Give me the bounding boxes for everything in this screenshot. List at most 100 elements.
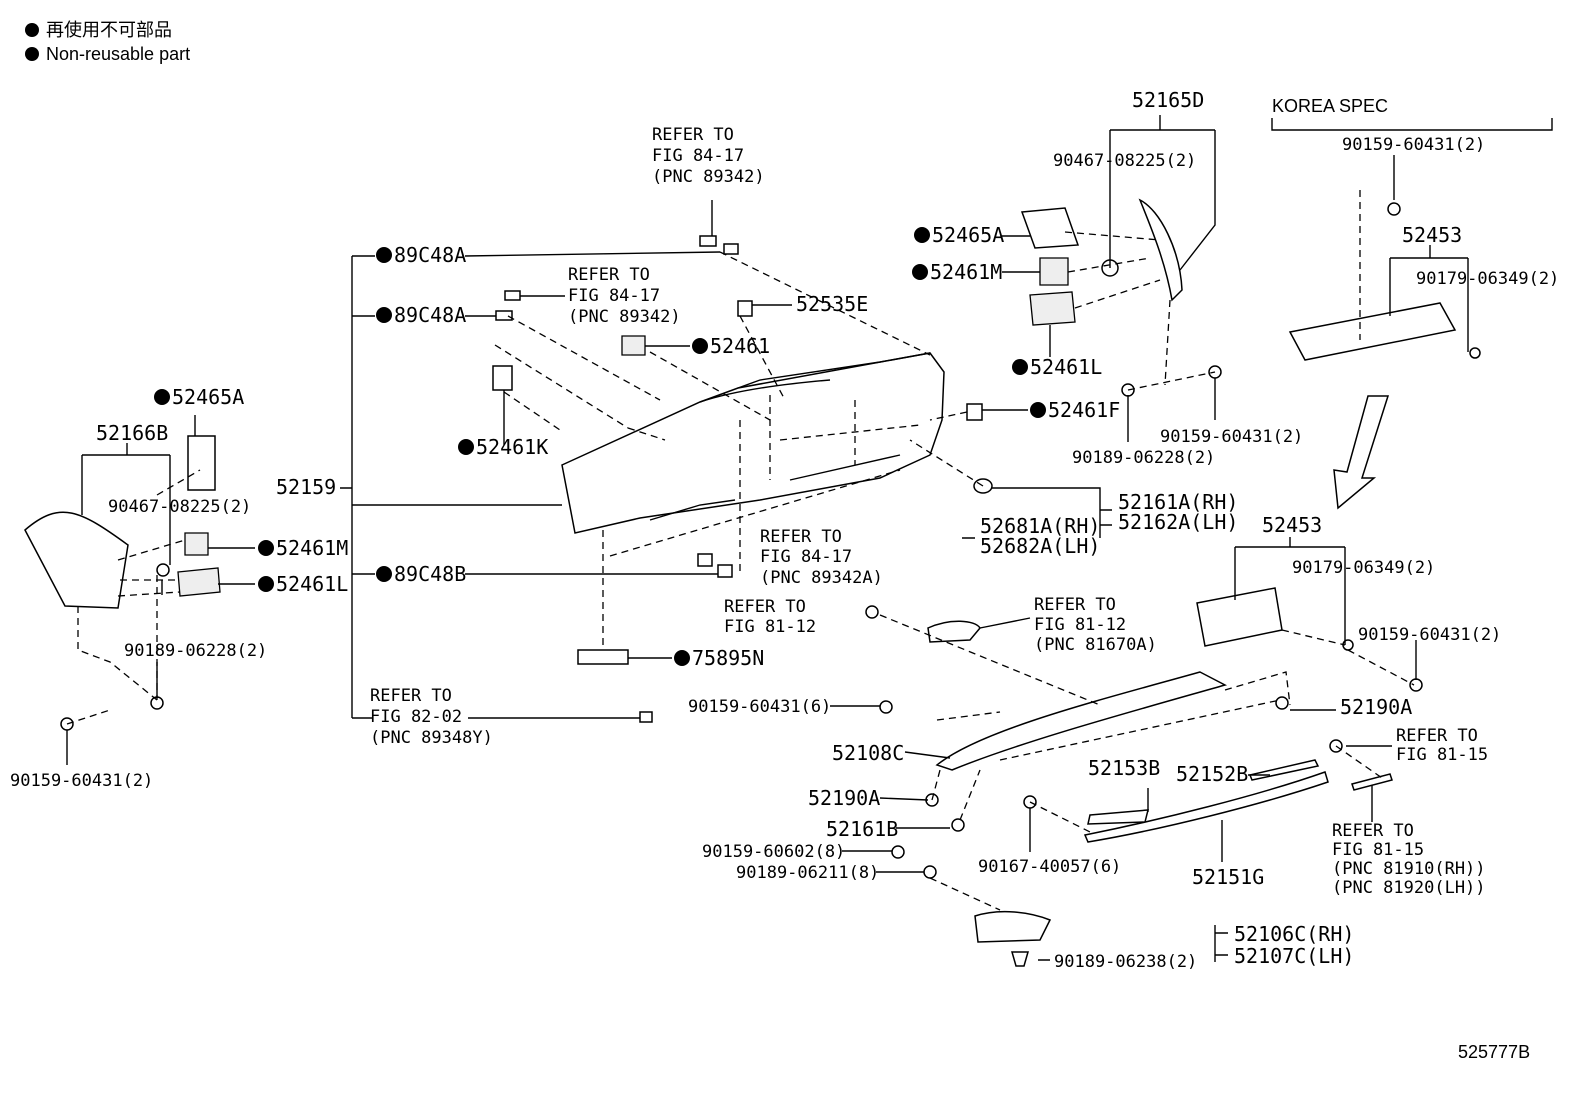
non-reusable-dot-icon (376, 247, 392, 263)
label-52461L-left: 52461L (276, 572, 348, 596)
label-89C48B: 89C48B (394, 562, 466, 586)
label-52461L-top: 52461L (1030, 355, 1102, 379)
label-90167: 90167-40057(6) (978, 857, 1121, 877)
label-90467-top: 90467-08225(2) (1053, 151, 1196, 171)
label-52159: 52159 (276, 475, 336, 499)
label-89C48A-2: 89C48A (394, 303, 466, 327)
label-90189-238: 90189-06238(2) (1054, 952, 1197, 972)
label-52106C: 52106C(RH) (1234, 922, 1354, 946)
refer-note-r8-line2: (PNC 81910(RH)) (1332, 859, 1486, 879)
label-52465A-left: 52465A (172, 385, 244, 409)
label-52190A-left: 52190A (808, 786, 880, 810)
label-90159-low: 90159-60431(2) (1358, 625, 1501, 645)
refer-note-r7-line0: REFER TO (1396, 726, 1478, 746)
refer-note-r4-line0: REFER TO (724, 597, 806, 617)
refer-note-r2-line0: REFER TO (568, 265, 650, 285)
non-reusable-dot-icon (25, 23, 39, 37)
side-cover-right-drawing (1020, 198, 1222, 397)
non-reusable-dot-icon (1012, 359, 1028, 375)
non-reusable-dot-icon (154, 389, 170, 405)
refer-note-r8-line0: REFER TO (1332, 821, 1414, 841)
korea-spec-label: KOREA SPEC (1272, 96, 1388, 116)
legend-line2: Non-reusable part (46, 44, 190, 64)
label-52153B: 52153B (1088, 756, 1160, 780)
label-90189-left: 90189-06228(2) (124, 641, 267, 661)
part-labels: 52165D 90467-08225(2) 52465A 52461M 5246… (10, 88, 1559, 1062)
label-90189-8: 90189-06211(8) (736, 863, 879, 883)
reference-notes: REFER TO FIG 84-17 (PNC 89342) REFER TO … (370, 125, 1488, 898)
refer-note-r7-line1: FIG 81-15 (1396, 745, 1488, 765)
refer-note-r6-line2: (PNC 89348Y) (370, 728, 493, 748)
non-reusable-dot-icon (692, 338, 708, 354)
label-52682A: 52682A(LH) (980, 534, 1100, 558)
non-reusable-dot-icon (914, 227, 930, 243)
label-90179-low: 90179-06349(2) (1292, 558, 1435, 578)
non-reusable-dot-icon (258, 540, 274, 556)
non-reusable-dot-icon (25, 47, 39, 61)
diagram-code: 525777B (1458, 1042, 1530, 1062)
refer-note-r1-line1: FIG 84-17 (652, 146, 744, 166)
refer-note-r3-line0: REFER TO (760, 527, 842, 547)
label-90467-left: 90467-08225(2) (108, 497, 251, 517)
lower-diffuser-drawing (865, 605, 1393, 967)
label-52453-low: 52453 (1262, 513, 1322, 537)
label-90159-8: 90159-60602(8) (702, 842, 845, 862)
non-reusable-dot-icon (458, 439, 474, 455)
bumper-cover-drawing (561, 352, 945, 534)
refer-note-r2-line1: FIG 84-17 (568, 286, 660, 306)
non-reusable-dot-icon (1030, 402, 1046, 418)
refer-note-r1-line0: REFER TO (652, 125, 734, 145)
non-reusable-dot-icon (258, 576, 274, 592)
refer-note-r3-line2: (PNC 89342A) (760, 568, 883, 588)
korea-plate-bracket-drawing (1288, 202, 1481, 510)
label-52161B: 52161B (826, 817, 898, 841)
refer-note-r1-line2: (PNC 89342) (652, 167, 765, 187)
legend-line1: 再使用不可部品 (46, 20, 172, 40)
label-52107C: 52107C(LH) (1234, 944, 1354, 968)
refer-note-r5-line1: FIG 81-12 (1034, 615, 1126, 635)
label-52152B: 52152B (1176, 762, 1248, 786)
refer-note-r3-line1: FIG 84-17 (760, 547, 852, 567)
refer-note-r8-line1: FIG 81-15 (1332, 840, 1424, 860)
label-52535E: 52535E (796, 292, 868, 316)
refer-note-r6-line0: REFER TO (370, 686, 452, 706)
label-52461F: 52461F (1048, 398, 1120, 422)
non-reusable-dot-icon (674, 650, 690, 666)
label-52161A: 52161A(RH) (1118, 490, 1238, 514)
clips-drawing (492, 235, 993, 723)
label-52162A: 52162A(LH) (1118, 510, 1238, 534)
label-52108C: 52108C (832, 741, 904, 765)
refer-note-r2-line2: (PNC 89342) (568, 307, 681, 327)
assembly-dashed-lines (66, 190, 1415, 911)
refer-note-r5-line0: REFER TO (1034, 595, 1116, 615)
leader-lines (66, 115, 1553, 962)
label-90159-mid: 90159-60431(2) (1160, 427, 1303, 447)
label-52165D: 52165D (1132, 88, 1204, 112)
label-52151G: 52151G (1192, 865, 1264, 889)
label-52461K: 52461K (476, 435, 548, 459)
label-52166B: 52166B (96, 421, 168, 445)
label-89C48A-1: 89C48A (394, 243, 466, 267)
label-52190A-right: 52190A (1340, 695, 1412, 719)
label-52461: 52461 (710, 334, 770, 358)
label-52465A-top: 52465A (932, 223, 1004, 247)
label-90159-korea: 90159-60431(2) (1342, 135, 1485, 155)
refer-note-r8-line3: (PNC 81920(LH)) (1332, 878, 1486, 898)
label-90179-korea: 90179-06349(2) (1416, 269, 1559, 289)
refer-note-r4-line1: FIG 81-12 (724, 617, 816, 637)
non-reusable-dot-icon (912, 264, 928, 280)
non-reusable-dot-icon (376, 307, 392, 323)
refer-note-r6-line1: FIG 82-02 (370, 707, 462, 727)
arrow-icon (1333, 395, 1390, 510)
label-52461M-left: 52461M (276, 536, 348, 560)
label-75895N: 75895N (692, 646, 764, 670)
label-90189-mid: 90189-06228(2) (1072, 448, 1215, 468)
label-52453-korea: 52453 (1402, 223, 1462, 247)
label-90159-6: 90159-60431(6) (688, 697, 831, 717)
label-52681A: 52681A(RH) (980, 514, 1100, 538)
label-90159-left: 90159-60431(2) (10, 771, 153, 791)
refer-note-r5-line2: (PNC 81670A) (1034, 635, 1157, 655)
non-reusable-dot-icon (376, 566, 392, 582)
